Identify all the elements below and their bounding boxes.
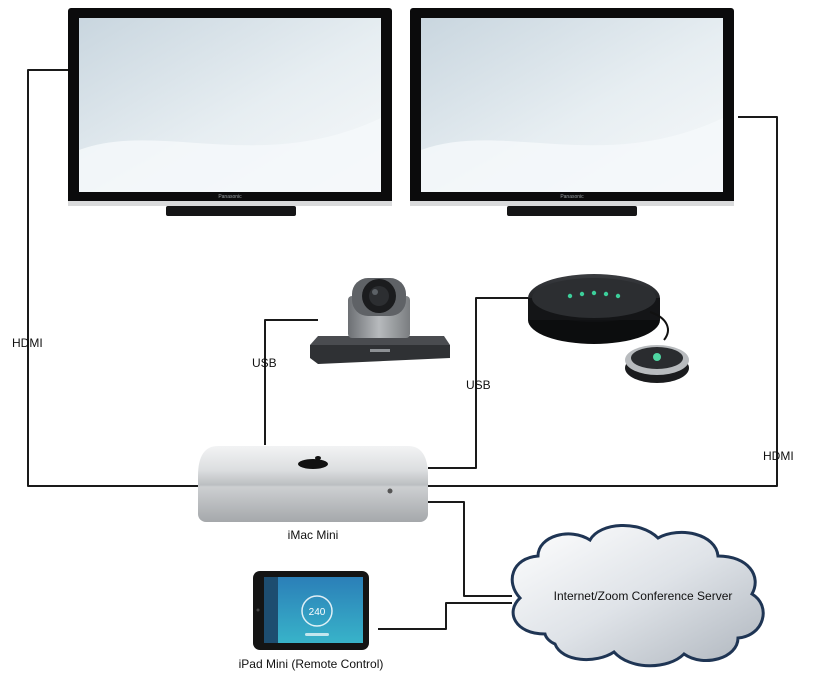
- hdmi-cable-right: [428, 116, 778, 487]
- tv-right-stand: [507, 206, 637, 216]
- internet-cloud: [510, 524, 765, 668]
- usb-cable-speaker: [428, 297, 530, 469]
- network-cable-ipad: [378, 602, 512, 630]
- ipad-dial-value: 240: [309, 607, 326, 618]
- label-usb-camera: USB: [252, 356, 277, 370]
- ipad-mini: 240: [253, 571, 369, 650]
- speakerphone: [528, 274, 660, 344]
- label-cloud: Internet/Zoom Conference Server: [554, 589, 733, 603]
- tv-left-brand: Panasonic: [218, 194, 242, 200]
- tv-right-brand: Panasonic: [560, 194, 584, 200]
- hdmi-cable-left: [27, 69, 200, 487]
- ipad-screen: [264, 577, 363, 643]
- mic-cable: [649, 311, 669, 341]
- tv-left: Panasonic: [68, 8, 392, 216]
- label-hdmi-right: HDMI: [763, 449, 794, 463]
- apple-logo-icon: [298, 456, 328, 469]
- ptz-camera: [310, 278, 450, 364]
- expansion-mic: [625, 345, 689, 383]
- network-cable-mac: [428, 501, 512, 597]
- label-hdmi-left: HDMI: [12, 336, 43, 350]
- label-usb-speaker: USB: [466, 378, 491, 392]
- mac-mini: [198, 446, 428, 522]
- tv-right: Panasonic: [410, 8, 734, 216]
- label-mac-mini: iMac Mini: [288, 528, 339, 542]
- usb-cable-camera: [264, 319, 318, 445]
- tv-left-stand: [166, 206, 296, 216]
- label-ipad: iPad Mini (Remote Control): [239, 657, 384, 671]
- power-light: [387, 488, 393, 494]
